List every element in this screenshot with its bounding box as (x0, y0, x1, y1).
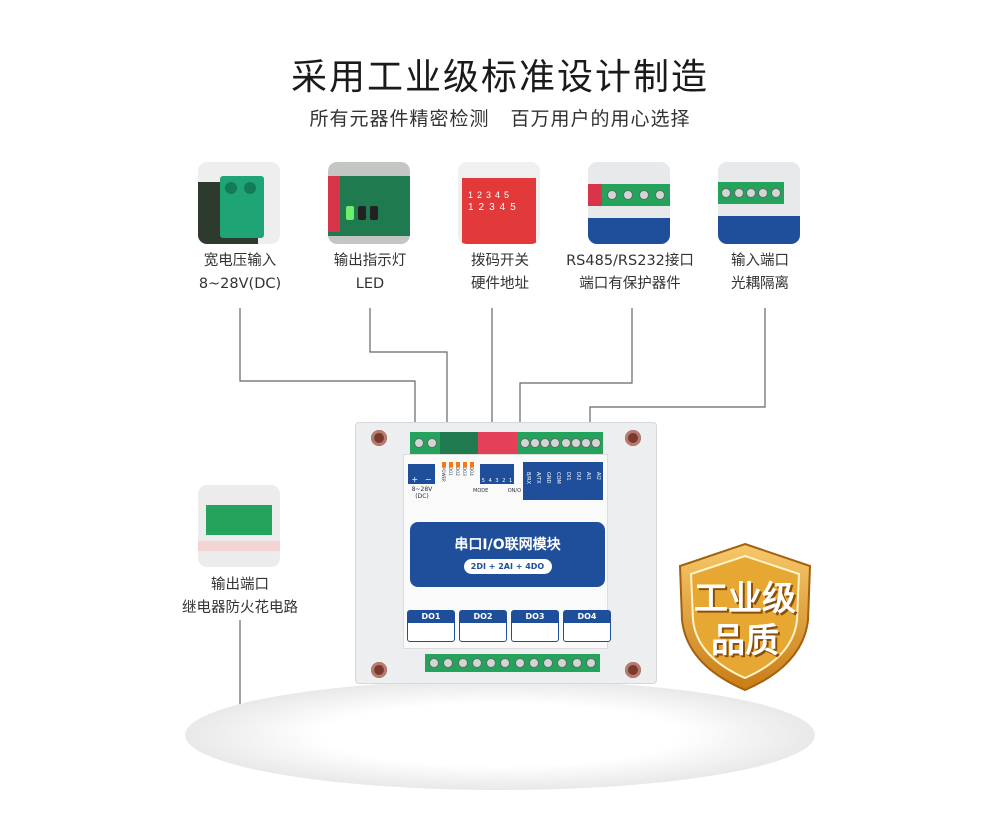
power-terminal-photo (198, 162, 280, 244)
feature-detail: 8~28V(DC) (198, 276, 282, 292)
output-label: DO3 (512, 611, 558, 623)
dip-switch-photo: 12345 12345 (458, 162, 540, 244)
dip-mode-label: MODE (473, 488, 489, 494)
led-label: DO1 (448, 467, 453, 476)
power-pins: +− (408, 464, 435, 484)
connector-led (369, 308, 448, 432)
device-name-panel: 串口I/O联网模块 2DI + 2AI + 4DO (410, 522, 605, 587)
connector-serial (519, 308, 633, 432)
led-indicator-photo (328, 162, 410, 244)
output-terminal-photo (198, 485, 280, 567)
floor-shadow (185, 680, 815, 790)
output-terminal (425, 654, 600, 672)
led-row: POWER DO1 DO2 DO3 DO4 (441, 462, 474, 482)
feature-input: 输入端口光耦隔离 (680, 250, 840, 296)
feature-detail: 硬件地址 (471, 276, 529, 292)
connector-input (589, 308, 766, 432)
feature-title: 拨码开关 (471, 253, 529, 269)
led-label: DO3 (462, 467, 467, 476)
power-label: 8~28V (DC) (411, 486, 433, 500)
relay-outputs: DO1 DO2 DO3 DO4 (407, 610, 611, 642)
feature-title: 输入端口 (731, 253, 789, 269)
feature-title: RS485/RS232接口 (566, 253, 694, 269)
input-port-photo (718, 162, 800, 244)
dip-on-label: ON/O (507, 488, 521, 494)
led-label: POWER (441, 467, 446, 482)
feature-detail: 继电器防火花电路 (182, 600, 298, 616)
feature-led: 输出指示灯 LED (290, 250, 450, 296)
badge-text: 工业级品质 (694, 579, 796, 661)
led-label: DO2 (455, 467, 460, 476)
feature-serial: RS485/RS232接口端口有保护器件 (550, 250, 710, 296)
page-title: 采用工业级标准设计制造 (290, 57, 709, 98)
connector-power (239, 308, 416, 432)
feature-detail: 端口有保护器件 (579, 276, 681, 292)
feature-title: 宽电压输入 (203, 253, 277, 269)
output-label: DO4 (564, 611, 610, 623)
quality-badge (678, 542, 812, 692)
feature-output: 输出端口继电器防火花电路 (160, 574, 320, 620)
feature-detail: LED (355, 276, 385, 292)
feature-power: 宽电压输入 8~28V(DC) (160, 250, 320, 296)
feature-dip: 拨码开关硬件地址 (420, 250, 580, 296)
feature-title: 输出端口 (211, 577, 269, 593)
led-label: DO4 (469, 467, 474, 476)
feature-title: 输出指示灯 (333, 253, 407, 269)
feature-detail: 光耦隔离 (731, 276, 789, 292)
output-label: DO1 (408, 611, 454, 623)
page-subtitle: 所有元器件精密检测 百万用户的用心选择 (309, 108, 691, 130)
serial-port-photo (588, 162, 670, 244)
device-name: 串口I/O联网模块 (454, 537, 561, 553)
device-spec: 2DI + 2AI + 4DO (463, 559, 552, 574)
output-label: DO2 (460, 611, 506, 623)
